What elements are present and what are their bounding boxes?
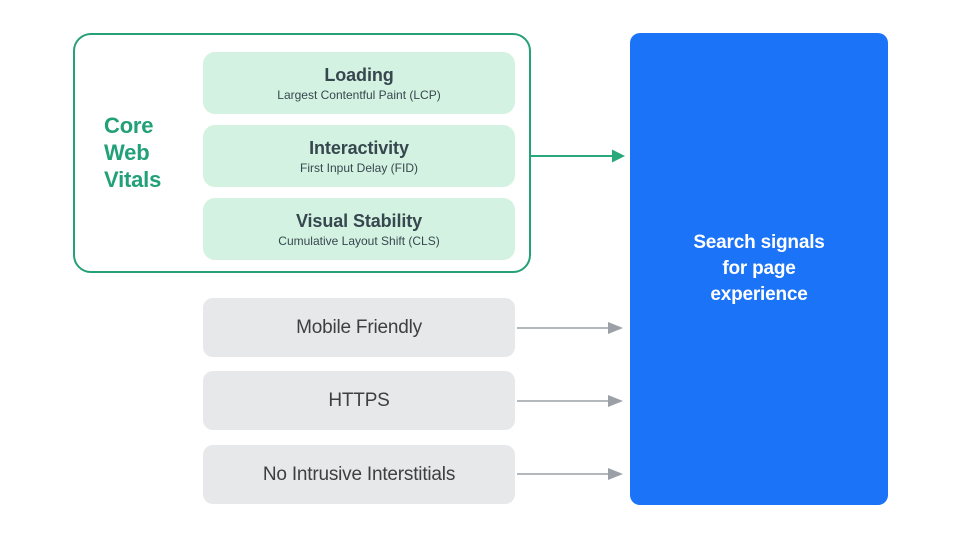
https-arrow <box>517 395 623 407</box>
search-signals-panel[interactable]: Search signals for page experience <box>630 33 888 505</box>
metric-subtitle-interactivity: First Input Delay (FID) <box>299 160 419 175</box>
core-web-vitals-label-line-1: Core <box>104 113 154 138</box>
metric-subtitle-visual-stability: Cumulative Layout Shift (CLS) <box>278 233 440 248</box>
metric-card-loading[interactable]: Loading Largest Contentful Paint (LCP) <box>203 52 515 114</box>
metric-title-interactivity: Interactivity <box>309 137 409 158</box>
signal-mobile-friendly[interactable]: Mobile Friendly <box>203 298 515 357</box>
metric-card-interactivity[interactable]: Interactivity First Input Delay (FID) <box>203 125 515 187</box>
core-web-vitals-arrow <box>531 149 625 163</box>
no-intrusive-interstitials-arrow <box>517 468 623 480</box>
core-web-vitals-label: Core Web Vitals <box>104 112 196 193</box>
core-web-vitals-label-line-2: Web <box>104 140 150 165</box>
metric-title-loading: Loading <box>324 64 394 85</box>
search-signals-panel-label: Search signals for page experience <box>693 232 825 305</box>
metric-subtitle-loading: Largest Contentful Paint (LCP) <box>277 87 441 102</box>
metric-title-visual-stability: Visual Stability <box>295 210 423 231</box>
signal-label-mobile-friendly: Mobile Friendly <box>296 316 422 338</box>
metric-card-visual-stability[interactable]: Visual Stability Cumulative Layout Shift… <box>203 198 515 260</box>
signal-no-intrusive-interstitials[interactable]: No Intrusive Interstitials <box>203 445 515 504</box>
signal-label-https: HTTPS <box>328 389 390 411</box>
core-web-vitals-group <box>73 33 531 273</box>
mobile-friendly-arrow <box>517 322 623 334</box>
signal-label-no-intrusive-interstitials: No Intrusive Interstitials <box>262 463 456 485</box>
core-web-vitals-label-line-3: Vitals <box>104 167 162 192</box>
signal-https[interactable]: HTTPS <box>203 371 515 430</box>
